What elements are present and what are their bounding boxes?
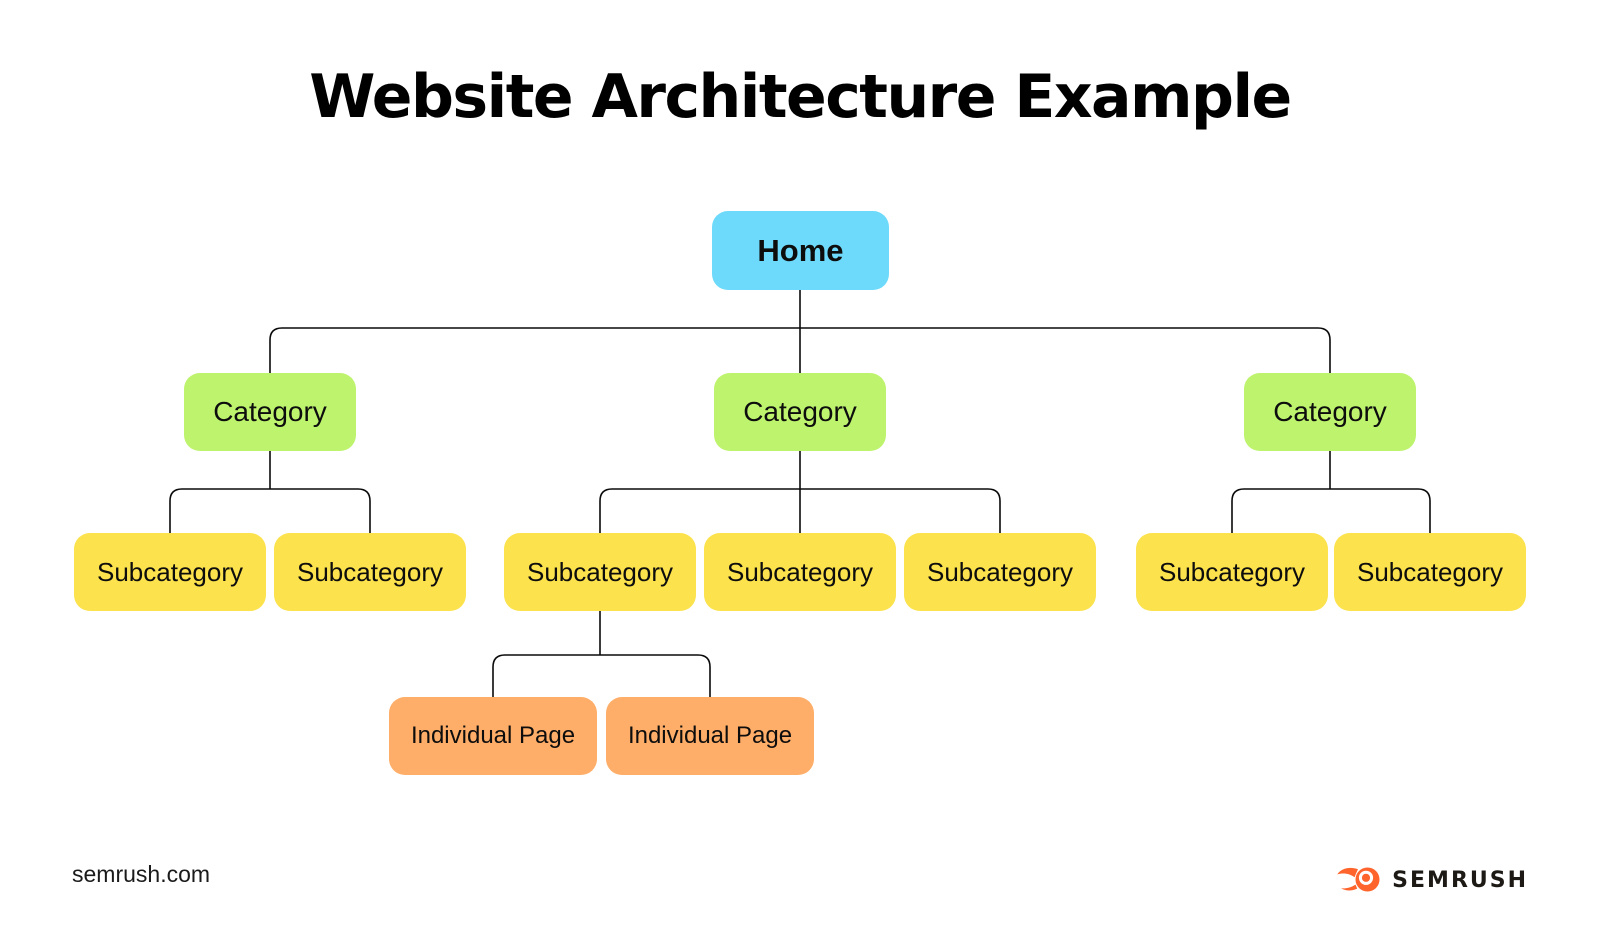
node-subcategory-2-1: Subcategory <box>504 533 696 611</box>
connector-category-1-bar <box>169 488 371 533</box>
node-subcategory-1-2: Subcategory <box>274 533 466 611</box>
page-title: Website Architecture Example <box>309 62 1292 132</box>
connector-category-2-bar <box>599 488 1001 533</box>
connector-category-3-bar <box>1231 488 1431 533</box>
node-subcategory-2-2: Subcategory <box>704 533 896 611</box>
node-home: Home <box>712 211 889 290</box>
node-subcategory-3-1: Subcategory <box>1136 533 1328 611</box>
semrush-logo: SEMRUSH <box>1336 866 1528 894</box>
connector-subcategory-bar <box>492 654 711 697</box>
node-subcategory-3-2: Subcategory <box>1334 533 1526 611</box>
semrush-wordmark: SEMRUSH <box>1392 867 1528 893</box>
node-category-2: Category <box>714 373 886 451</box>
semrush-comet-icon <box>1337 867 1380 892</box>
connector-home-bar <box>269 327 1331 373</box>
node-subcategory-2-3: Subcategory <box>904 533 1096 611</box>
node-subcategory-1-1: Subcategory <box>74 533 266 611</box>
footer-website-text: semrush.com <box>72 861 211 887</box>
node-category-1: Category <box>184 373 356 451</box>
node-individual-page-1: Individual Page <box>389 697 597 775</box>
node-individual-page-2: Individual Page <box>606 697 814 775</box>
node-category-3: Category <box>1244 373 1416 451</box>
